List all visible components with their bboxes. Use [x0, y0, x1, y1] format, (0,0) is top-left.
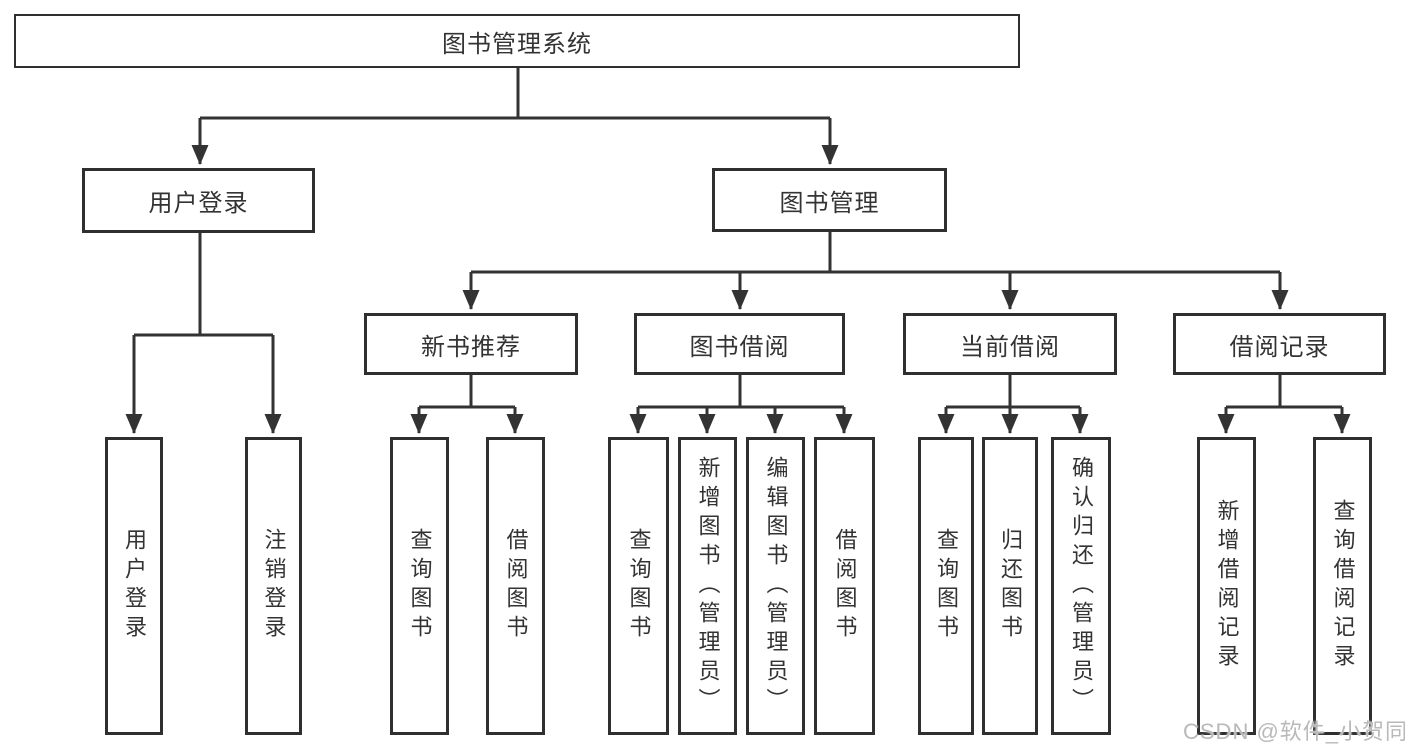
node-borrowing-records: 借阅记录 — [1173, 313, 1386, 375]
node-book-borrowing: 图书借阅 — [634, 313, 845, 375]
leaf-borrow-books-1: 借阅图书 — [486, 437, 545, 735]
node-library-management-system: 图书管理系统 — [14, 14, 1020, 68]
node-user-login: 用户登录 — [82, 168, 315, 233]
leaf-label: 注销登录 — [261, 528, 287, 644]
leaf-label: 编辑图书（管理员） — [763, 455, 789, 717]
leaf-borrow-books-2: 借阅图书 — [814, 437, 875, 735]
leaf-label: 查询借阅记录 — [1330, 499, 1356, 673]
leaf-logout: 注销登录 — [245, 437, 302, 735]
node-book-management: 图书管理 — [712, 168, 947, 232]
leaf-label: 确认归还（管理员） — [1069, 455, 1094, 717]
leaf-label: 用户登录 — [122, 528, 147, 644]
csdn-watermark: CSDN @软件_小贺同学 — [1183, 719, 1405, 744]
node-current-borrowing: 当前借阅 — [903, 313, 1117, 375]
node-label: 新书推荐 — [421, 333, 521, 361]
leaf-label: 借阅图书 — [503, 528, 529, 644]
leaf-label: 查询图书 — [626, 528, 652, 644]
leaf-label: 查询图书 — [934, 528, 959, 644]
leaf-query-books-1: 查询图书 — [390, 437, 449, 735]
node-label: 图书借阅 — [689, 333, 790, 361]
node-label: 图书管理系统 — [442, 30, 592, 58]
node-label: 图书管理 — [779, 189, 880, 217]
leaf-user-login: 用户登录 — [105, 437, 163, 735]
node-label: 用户登录 — [148, 190, 249, 217]
node-label: 当前借阅 — [960, 333, 1060, 361]
leaf-label: 归还图书 — [998, 528, 1023, 644]
leaf-label: 新增借阅记录 — [1214, 499, 1240, 673]
leaf-edit-books-admin: 编辑图书（管理员） — [746, 437, 805, 735]
leaf-add-books-admin: 新增图书（管理员） — [678, 437, 737, 735]
leaf-query-books-2: 查询图书 — [608, 437, 669, 735]
leaf-query-borrow-record: 查询借阅记录 — [1313, 437, 1372, 735]
leaf-label: 新增图书（管理员） — [695, 455, 721, 717]
leaf-return-books: 归还图书 — [982, 437, 1038, 735]
node-label: 借阅记录 — [1229, 333, 1330, 361]
leaf-confirm-return-admin: 确认归还（管理员） — [1051, 437, 1111, 735]
leaf-label: 查询图书 — [407, 528, 433, 644]
node-new-book-recommendation: 新书推荐 — [364, 313, 578, 375]
leaf-label: 借阅图书 — [832, 528, 858, 644]
leaf-add-borrow-record: 新增借阅记录 — [1197, 437, 1256, 735]
leaf-query-books-3: 查询图书 — [918, 437, 974, 735]
